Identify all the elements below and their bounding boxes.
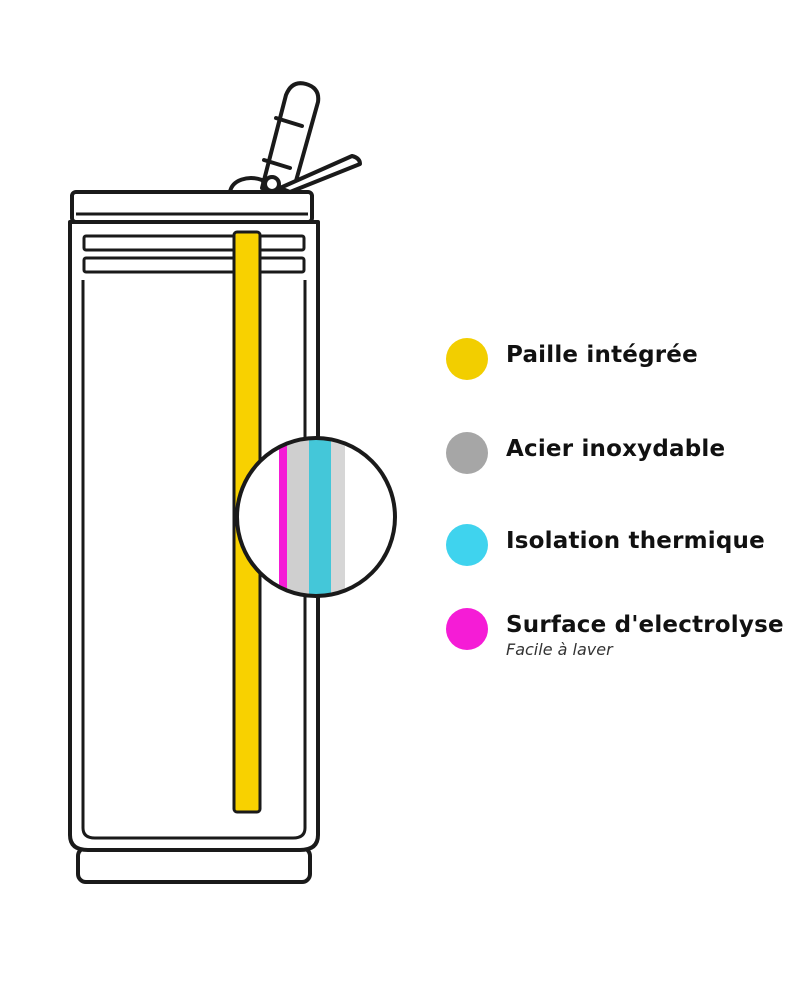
yellow-dot-icon <box>446 338 488 380</box>
legend-label: Paille intégrée <box>506 342 698 368</box>
gray-dot-icon <box>446 432 488 474</box>
legend-label: Surface d'electrolyse <box>506 612 784 638</box>
straw-cap <box>228 81 362 194</box>
layer-inner-steel <box>287 438 309 596</box>
legend-label: Acier inoxydable <box>506 436 726 462</box>
legend-sublabel: Facile à laver <box>506 640 613 659</box>
cyan-dot-icon <box>446 524 488 566</box>
legend-item-straw: Paille intégrée <box>446 338 800 398</box>
layer-thermal-insulation <box>309 438 331 596</box>
legend-label: Isolation thermique <box>506 528 765 554</box>
magenta-dot-icon <box>446 608 488 650</box>
legend-item-electrolysis-surface: Surface d'electrolyse Facile à laver <box>446 608 800 668</box>
legend-item-stainless-steel: Acier inoxydable <box>446 432 800 492</box>
wall-section-magnifier <box>235 436 397 598</box>
layer-outer-steel <box>331 438 345 596</box>
layer-electrolysis-surface <box>279 438 287 596</box>
legend-item-insulation: Isolation thermique <box>446 524 800 584</box>
